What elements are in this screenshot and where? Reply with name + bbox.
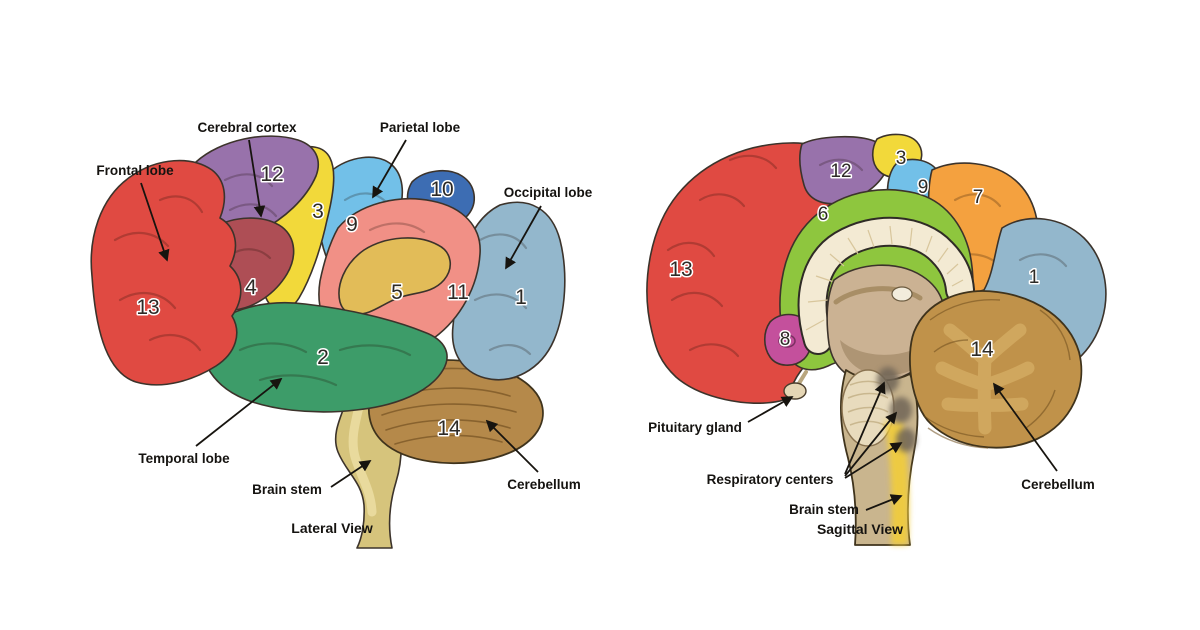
sagittal-region-numbers: 12 3 9 7 6 13 1 8 14: [668, 147, 1041, 363]
sagittal-number-1: 1: [1029, 267, 1040, 288]
lateral-number-1: 1: [515, 286, 527, 309]
respiratory-center-spot: [877, 367, 899, 393]
occipital-lobe-label: Occipital lobe: [504, 185, 593, 200]
lateral-view-diagram: 12 3 9 10 13 4 5 11 1 2 14 Cerebral cort…: [90, 120, 593, 549]
lateral-number-5: 5: [391, 281, 403, 304]
frontal-lobe-label: Frontal lobe: [96, 163, 174, 178]
brain-stem-label-sagittal: Brain stem: [789, 502, 859, 517]
arbor-vitae: [935, 323, 1035, 435]
sagittal-number-3: 3: [896, 148, 907, 169]
lateral-number-3: 3: [312, 200, 324, 223]
sagittal-number-8: 8: [780, 329, 791, 350]
cerebellum-label-sagittal: Cerebellum: [1021, 477, 1095, 492]
sagittal-labels: Pituitary gland Respiratory centers Brai…: [648, 420, 1095, 537]
lateral-region-numbers: 12 3 9 10 13 4 5 11 1 2 14: [135, 162, 529, 442]
lateral-number-10: 10: [430, 178, 453, 201]
lateral-leader-lines: [140, 139, 542, 488]
sagittal-view-caption: Sagittal View: [817, 521, 903, 537]
brain-stem-label-lateral: Brain stem: [252, 482, 322, 497]
pituitary-gland-label: Pituitary gland: [648, 420, 742, 435]
lateral-number-12: 12: [260, 163, 283, 186]
lateral-number-11: 11: [447, 281, 469, 304]
parietal-lobe-label: Parietal lobe: [380, 120, 461, 135]
sagittal-corpus-callosum: [797, 216, 975, 355]
lateral-number-9: 9: [346, 213, 358, 236]
lateral-frontal-lobe-region: [90, 159, 242, 386]
cerebellum-label-lateral: Cerebellum: [507, 477, 581, 492]
cerebral-cortex-label: Cerebral cortex: [197, 120, 297, 135]
sagittal-pituitary-gland-shape: [783, 370, 808, 400]
sagittal-number-7: 7: [973, 187, 984, 208]
respiratory-center-spot: [890, 397, 912, 423]
sagittal-number-13: 13: [669, 258, 692, 281]
lateral-number-13: 13: [136, 296, 159, 319]
sagittal-number-6: 6: [818, 204, 829, 225]
respiratory-center-spot: [896, 428, 916, 452]
lateral-labels: Cerebral cortex Parietal lobe Frontal lo…: [96, 120, 592, 536]
sagittal-purple-region-12: [799, 135, 890, 205]
lateral-view-caption: Lateral View: [291, 520, 373, 536]
sagittal-number-9: 9: [918, 177, 929, 198]
respiratory-centers-label: Respiratory centers: [707, 472, 834, 487]
sagittal-number-12: 12: [830, 161, 851, 182]
sagittal-leader-lines: [747, 381, 1058, 511]
lateral-number-2: 2: [317, 346, 329, 369]
sagittal-cerebellum-region: [909, 290, 1083, 449]
sagittal-view-diagram: 12 3 9 7 6 13 1 8 14 Pituitary gland Res…: [646, 133, 1107, 546]
lateral-number-14: 14: [437, 417, 461, 440]
corpus-callosum-fibers: [805, 225, 964, 331]
temporal-lobe-label: Temporal lobe: [138, 451, 230, 466]
sagittal-number-14: 14: [970, 338, 994, 361]
cerebellum-folds: [923, 298, 1071, 449]
lateral-number-4: 4: [245, 276, 257, 299]
